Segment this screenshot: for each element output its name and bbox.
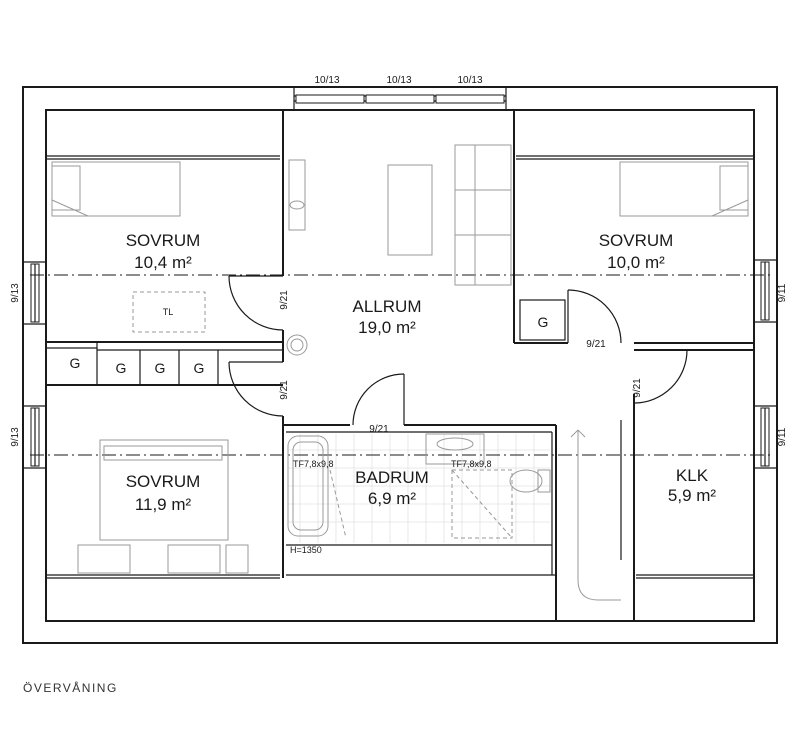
closet-label: G <box>155 360 166 376</box>
window-label-left-1: 9/13 <box>10 283 21 303</box>
bed-sw <box>77 439 249 574</box>
room-area-sovrum-ne: 10,0 m² <box>607 253 665 272</box>
outer-wall <box>22 86 778 644</box>
room-name-klk: KLK <box>676 466 709 485</box>
door-nw <box>228 275 284 331</box>
door-label-ne: 9/21 <box>586 339 606 350</box>
closet-label: G <box>70 355 81 371</box>
window-label-top-1: 10/13 <box>314 75 339 86</box>
tl-label: TL <box>163 307 174 317</box>
door-sw <box>228 361 284 417</box>
room-name-allrum: ALLRUM <box>353 297 422 316</box>
floor-name: ÖVERVÅNING <box>23 680 118 695</box>
left-window-1 <box>23 261 46 325</box>
shower-label-1: TF7,8x9,8 <box>293 459 334 469</box>
door-label-bath: 9/21 <box>369 424 389 435</box>
right-window-2 <box>754 405 777 469</box>
room-name-sovrum-nw: SOVRUM <box>126 231 201 250</box>
closet-label: G <box>194 360 205 376</box>
bath-fixtures <box>287 433 551 539</box>
room-area-sovrum-nw: 10,4 m² <box>134 253 192 272</box>
bath-tiles <box>288 434 550 543</box>
ceiling-height-label: H=1350 <box>290 545 322 555</box>
window-label-top-2: 10/13 <box>386 75 411 86</box>
tl-dashed-box <box>132 291 206 333</box>
window-label-left-2: 9/13 <box>10 427 21 447</box>
bed-nw <box>51 161 181 217</box>
window-label-right-1: 9/11 <box>777 283 788 302</box>
inner-wall <box>45 109 755 622</box>
right-window-1 <box>754 259 777 323</box>
door-ne <box>567 289 622 344</box>
room-area-sovrum-sw: 11,9 m² <box>135 495 192 514</box>
room-area-badrum: 6,9 m² <box>368 489 417 508</box>
door-label-klk: 9/21 <box>632 378 643 398</box>
room-area-allrum: 19,0 m² <box>358 318 416 337</box>
top-window-strip <box>293 87 507 110</box>
room-name-badrum: BADRUM <box>355 468 429 487</box>
room-name-sovrum-ne: SOVRUM <box>599 231 674 250</box>
door-label-sw: 9/21 <box>279 380 290 400</box>
bed-ne <box>619 161 749 217</box>
room-name-sovrum-sw: SOVRUM <box>126 472 201 491</box>
door-label-nw: 9/21 <box>279 290 290 310</box>
door-bath <box>352 373 405 426</box>
window-label-right-2: 9/11 <box>777 427 788 446</box>
window-label-top-3: 10/13 <box>457 75 482 86</box>
allrum-furniture <box>286 144 512 356</box>
room-area-klk: 5,9 m² <box>668 486 717 505</box>
closet-label: G <box>116 360 127 376</box>
door-klk <box>633 349 688 404</box>
interior-walls <box>46 110 754 621</box>
left-window-2 <box>23 405 46 469</box>
shower-label-2: TF7,8x9,8 <box>451 459 492 469</box>
stair <box>570 429 621 601</box>
closet-label: G <box>538 314 549 330</box>
